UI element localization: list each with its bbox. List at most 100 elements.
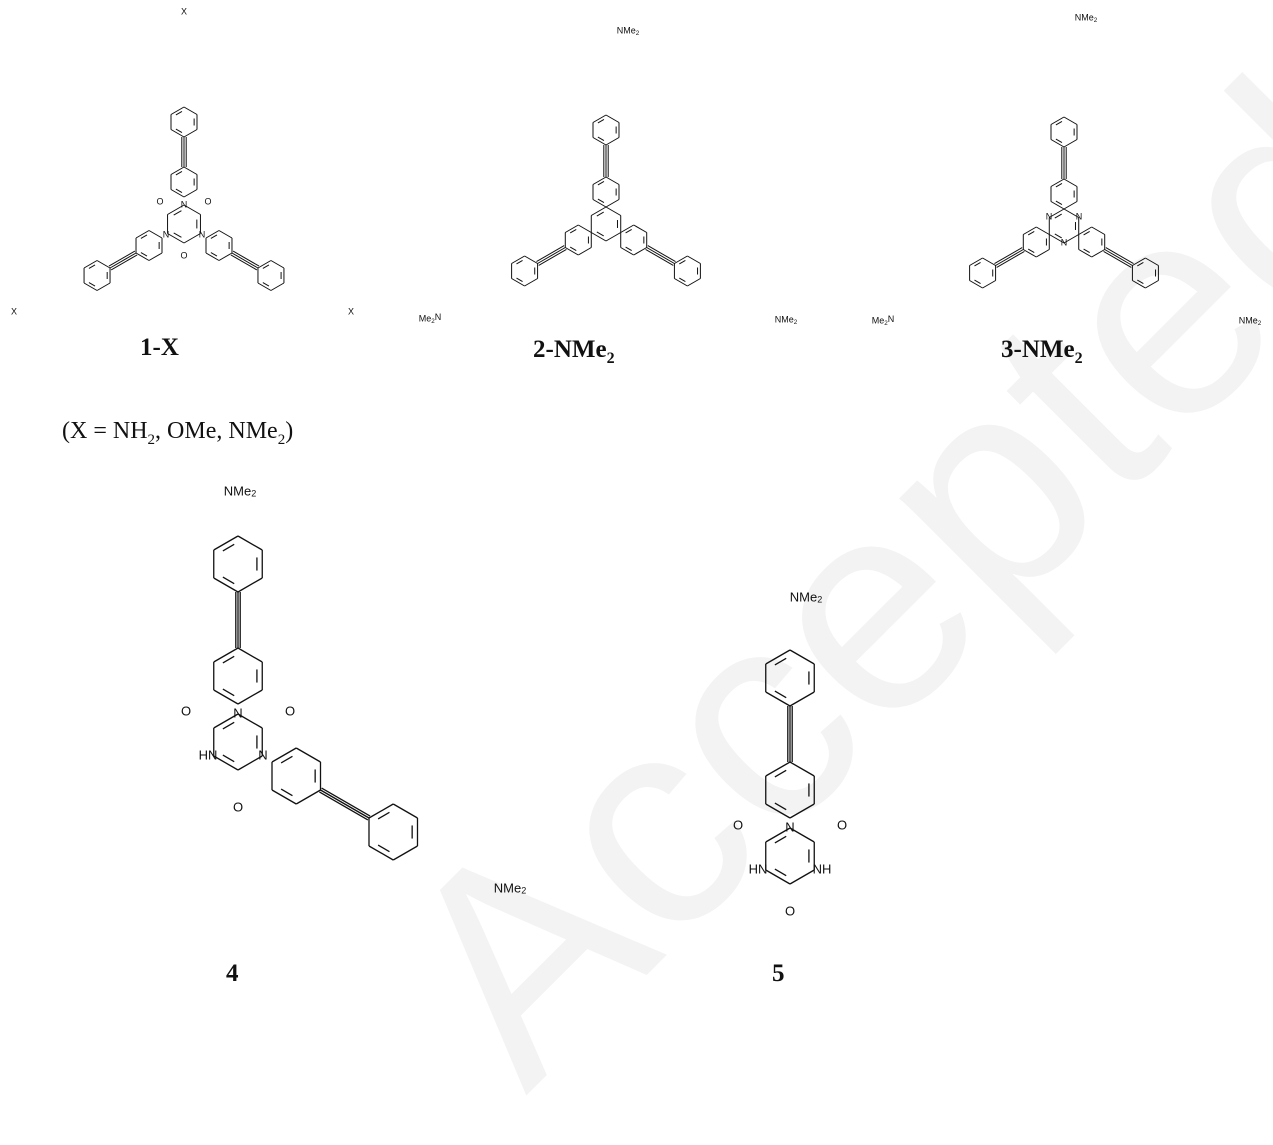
ring-bond [183, 189, 198, 198]
ring-bond [170, 129, 185, 138]
triple-bond [1105, 247, 1134, 265]
ring-double-bond [1083, 248, 1090, 253]
ring-bond [765, 761, 791, 777]
ring-double-bond [597, 119, 605, 124]
ring-double-bond [569, 246, 577, 251]
ring-bond [257, 260, 272, 269]
atom-me2n-left: Me2N [872, 315, 895, 327]
ring-double-bond [1083, 231, 1090, 236]
ring-bond [1050, 116, 1065, 125]
atom-triazine-n: N [1061, 237, 1068, 247]
ring-double-bond [262, 282, 270, 287]
atom-o: O [285, 703, 295, 718]
ring-double-bond [516, 260, 523, 265]
ring-bond [213, 647, 239, 663]
ring-bond [592, 137, 607, 146]
ring-bond [1049, 234, 1065, 244]
ring-bond [565, 247, 579, 256]
ring-double-bond [377, 844, 390, 853]
ring-bond [183, 129, 198, 138]
ring-bond [687, 278, 701, 287]
ring-bond [218, 230, 233, 239]
ring-double-bond [679, 277, 686, 282]
ring-bond [1145, 280, 1159, 289]
atom-nme2-top: NMe2 [617, 25, 640, 36]
ring-bond [591, 232, 607, 242]
atom-o: O [180, 250, 187, 260]
atom-subscript: 2 [431, 318, 435, 325]
ring-double-bond [1054, 213, 1062, 219]
atom-x-1: X [181, 6, 187, 16]
ring-bond [592, 176, 607, 185]
ring-bond [237, 535, 263, 551]
ring-double-bond [377, 811, 390, 820]
ring-bond [1063, 178, 1078, 187]
ring-double-bond [597, 136, 605, 141]
ring-bond [605, 199, 620, 208]
ring-bond [674, 255, 688, 264]
atom-nme2-top: NMe2 [1075, 12, 1098, 23]
triple-bond [108, 250, 136, 267]
triple-bond [231, 252, 259, 269]
atom-n: N [199, 229, 206, 239]
ring-bond [969, 257, 983, 266]
triple-bond [1103, 250, 1132, 268]
ring-double-bond [175, 128, 183, 133]
ring-bond [271, 747, 297, 763]
atom-o: O [181, 703, 191, 718]
ring-bond [1078, 249, 1092, 258]
atom-nme2-right: NMe2 [1239, 315, 1262, 326]
ring-double-bond [175, 171, 183, 176]
ring-double-bond [625, 246, 632, 251]
triple-bond [994, 247, 1023, 265]
ring-bond [674, 278, 688, 287]
ring-double-bond [1054, 233, 1062, 239]
ring-bond [982, 280, 996, 289]
ring-bond [213, 755, 239, 771]
ring-bond [765, 649, 791, 665]
ring-bond [1050, 139, 1065, 148]
ring-bond [1023, 226, 1037, 235]
atom-subscript: 2 [1094, 17, 1098, 24]
ring-bond [620, 224, 634, 233]
ring-bond [213, 689, 239, 705]
atom-hn: HN [199, 747, 218, 762]
ring-double-bond [280, 755, 293, 764]
ring-bond [1050, 178, 1065, 187]
triple-bond [230, 254, 258, 271]
ring-bond [605, 114, 620, 123]
ring-bond [1036, 226, 1050, 235]
ring-double-bond [222, 655, 235, 664]
ring-bond [170, 189, 185, 198]
ring-bond [392, 803, 418, 819]
ring-double-bond [1055, 200, 1063, 205]
ring-bond [83, 282, 98, 291]
atom-hn: HN [749, 861, 768, 876]
ring-bond [392, 845, 418, 861]
ring-bond [789, 761, 815, 777]
ring-double-bond [210, 234, 218, 239]
atom-n: N [233, 705, 242, 720]
ring-double-bond [1137, 262, 1144, 267]
triple-bond [232, 250, 260, 267]
triple-bond [645, 248, 674, 266]
atom-n: N [258, 747, 267, 762]
ring-double-bond [597, 198, 605, 203]
atom-subscript: 2 [636, 30, 640, 37]
ring-bond [605, 137, 620, 146]
ring-bond [765, 869, 791, 885]
ring-double-bond [173, 232, 182, 238]
ring-bond [1091, 226, 1105, 235]
ring-bond [170, 166, 185, 175]
ring-double-bond [774, 657, 787, 666]
ring-bond [1063, 116, 1078, 125]
atom-subscript: 2 [1258, 320, 1262, 327]
atom-nme2-right: NMe2 [494, 880, 527, 896]
ring-bond [1063, 208, 1079, 218]
ring-bond [237, 577, 263, 593]
atom-o: O [785, 903, 795, 918]
ring-bond [789, 691, 815, 707]
